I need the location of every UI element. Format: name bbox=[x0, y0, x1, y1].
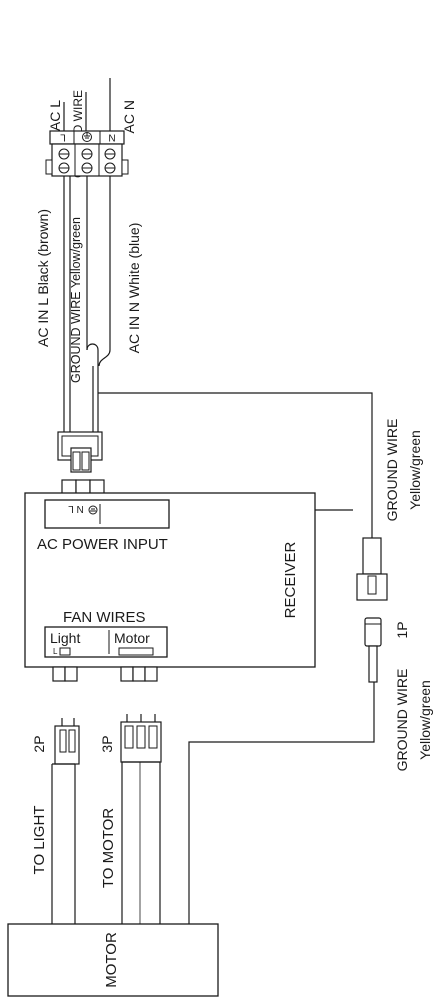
light-terminal-label: Light bbox=[50, 630, 80, 646]
receiver-input-pins: N L bbox=[68, 503, 84, 514]
motor-cable bbox=[121, 761, 161, 924]
receiver-label: RECEIVER bbox=[282, 541, 299, 618]
ac-power-input-label: AC POWER INPUT bbox=[37, 536, 168, 553]
terminal-pin-l: L bbox=[60, 131, 66, 142]
supply-cable bbox=[63, 176, 111, 432]
motor-output-socket bbox=[120, 666, 158, 682]
ground-1p-label: 1P bbox=[394, 621, 410, 638]
motor-label: MOTOR bbox=[103, 932, 120, 988]
ground-to-motor-wire bbox=[188, 682, 375, 924]
fan-wires-label: FAN WIRES bbox=[63, 609, 146, 626]
supply-connector bbox=[57, 431, 103, 473]
supply-leads bbox=[63, 78, 111, 132]
ground-branch-wire bbox=[98, 392, 373, 538]
ac-n-label: AC N bbox=[121, 100, 137, 133]
motor-3p-label: 3P bbox=[99, 735, 115, 752]
ground-connector-upper bbox=[356, 537, 388, 601]
motor-terminal-label: Motor bbox=[114, 630, 150, 646]
light-cable bbox=[51, 763, 76, 924]
ground-symbol-icon bbox=[82, 132, 92, 142]
terminal-pin-n: N bbox=[108, 131, 115, 142]
receiver-input-socket bbox=[61, 479, 105, 495]
receiver-ground-icon bbox=[88, 505, 98, 515]
yellow-green-upper-label: Yellow/green bbox=[407, 430, 423, 510]
light-output-socket bbox=[52, 666, 78, 682]
light-connector bbox=[54, 718, 80, 765]
ground-wire-yellow-green-label: GROUND WIRE Yellow/green bbox=[69, 217, 83, 383]
motor-connector bbox=[120, 714, 162, 763]
yellow-green-lower-label: Yellow/green bbox=[417, 680, 433, 760]
ac-in-l-label: AC IN L Black (brown) bbox=[35, 209, 51, 347]
ground-connector-lower bbox=[364, 617, 382, 683]
ac-input-terminal bbox=[44, 499, 170, 529]
light-2p-label: 2P bbox=[31, 735, 47, 752]
ground-wire-lower-label: GROUND WIRE bbox=[394, 669, 410, 772]
motor-box bbox=[7, 923, 219, 997]
ground-wire-upper-label: GROUND WIRE bbox=[384, 419, 400, 522]
to-motor-label: TO MOTOR bbox=[100, 808, 117, 888]
to-light-label: TO LIGHT bbox=[31, 806, 48, 875]
ac-l-label: AC L bbox=[47, 100, 63, 131]
ac-in-n-label: AC IN N White (blue) bbox=[126, 223, 142, 354]
